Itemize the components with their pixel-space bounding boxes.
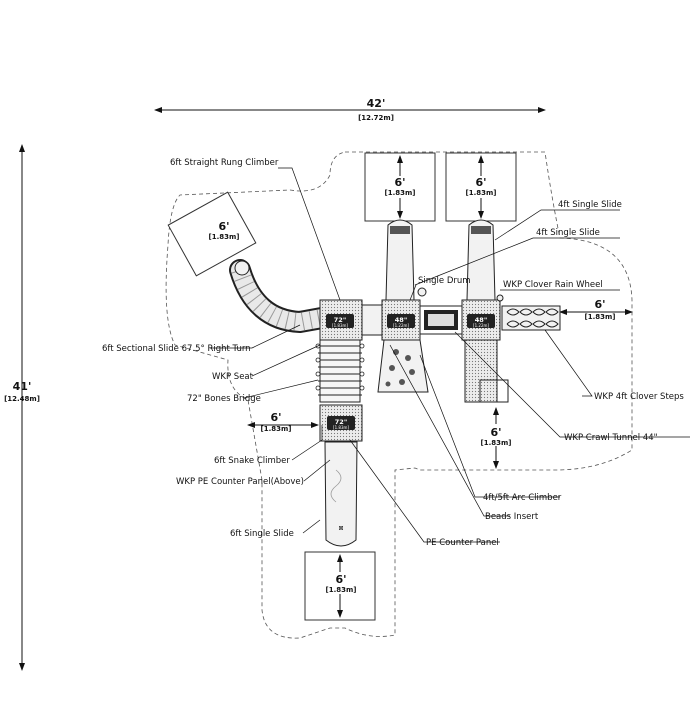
deck-sub: [1.22m] — [393, 323, 409, 328]
bones-bridge — [315, 339, 365, 403]
callout-snake-climber: 6ft Snake Climber — [214, 456, 290, 466]
clearance-ft: 6' — [594, 298, 605, 311]
clearance-zone-top-1: 6' [1.83m] — [364, 152, 436, 222]
slide-4ft-left — [385, 219, 415, 301]
depth-m-label: [12.48m] — [4, 395, 40, 403]
clearance-ft: 6' — [475, 176, 486, 189]
deck-sub: [1.83m] — [333, 425, 349, 430]
deck-sub: [1.22m] — [473, 323, 489, 328]
safety-zone-outline — [165, 151, 633, 639]
clearance-ft: 6' — [490, 426, 501, 439]
leader-lines — [210, 167, 690, 543]
deck-72-bottom: 72" [1.83m] — [319, 404, 363, 442]
clearance-dim-lower-right: 6' [1.83m] — [481, 407, 512, 469]
callout-sectional-slide: 6ft Sectional Slide 67.5° Right Turn — [102, 344, 251, 354]
callout-4ft-single-slide-b: 4ft Single Slide — [536, 228, 600, 238]
crawl-panel — [464, 339, 498, 403]
clover-steps — [501, 305, 561, 331]
deck-48-right: 48" [1.22m] — [461, 299, 501, 341]
callout-bones-bridge: 72" Bones Bridge — [187, 394, 261, 404]
clearance-dim-left: 6' [1.83m] — [247, 411, 319, 433]
callout-clover-rain-wheel: WKP Clover Rain Wheel — [503, 280, 603, 290]
clearance-m: [1.83m] — [326, 586, 357, 594]
arc-climber — [377, 339, 429, 393]
clearance-ft: 6' — [335, 573, 346, 586]
deck-sub: [1.83m] — [332, 323, 348, 328]
callout-clover-steps: WKP 4ft Clover Steps — [594, 392, 684, 402]
callouts: 6ft Straight Rung Climber 4ft Single Sli… — [102, 158, 684, 548]
overall-depth-dimension: 41' [12.48m] — [4, 144, 40, 671]
clearance-ft: 6' — [394, 176, 405, 189]
slide-6ft-single — [324, 441, 358, 547]
slide-4ft-right — [466, 219, 496, 301]
width-m-label: [12.72m] — [358, 114, 394, 122]
clearance-m: [1.83m] — [261, 425, 292, 433]
clearance-ft: 6' — [218, 220, 229, 233]
clearance-m: [1.83m] — [385, 189, 416, 197]
deck-label: 48" — [475, 316, 487, 324]
clearance-zone-bottom: 6' [1.83m] — [304, 551, 376, 621]
clearance-dim-right: 6' [1.83m] — [559, 298, 633, 321]
callout-arc-climber: 4ft/5ft Arc Climber — [483, 493, 562, 503]
deck-label: 72" — [334, 316, 346, 324]
clearance-zone-top-2: 6' [1.83m] — [445, 152, 517, 222]
callout-pe-counter-panel: PE Counter Panel — [426, 538, 499, 548]
callout-beads-insert: Beads Insert — [485, 512, 539, 522]
single-drum — [417, 287, 427, 297]
callout-pe-counter-panel-above: WKP PE Counter Panel(Above) — [176, 477, 304, 487]
callout-straight-rung-climber: 6ft Straight Rung Climber — [170, 158, 279, 168]
clearance-m: [1.83m] — [585, 313, 616, 321]
overall-width-dimension: 42' [12.72m] — [154, 97, 546, 122]
clearance-m: [1.83m] — [209, 233, 240, 241]
callout-4ft-single-slide-a: 4ft Single Slide — [558, 200, 622, 210]
width-ft-label: 42' — [367, 97, 386, 110]
callout-single-drum: Single Drum — [418, 276, 471, 286]
clearance-m: [1.83m] — [466, 189, 497, 197]
deck-48-center: 48" [1.22m] — [381, 299, 421, 341]
clearance-zone-sectional-slide: 6' [1.83m] — [167, 191, 257, 277]
clearance-ft: 6' — [270, 411, 281, 424]
callout-wkp-seat: WKP Seat — [212, 372, 254, 382]
clearance-m: [1.83m] — [481, 439, 512, 447]
deck-label: 48" — [395, 316, 407, 324]
callout-6ft-single-slide: 6ft Single Slide — [230, 529, 294, 539]
svg-text:⊠: ⊠ — [338, 525, 343, 532]
depth-ft-label: 41' — [13, 380, 32, 393]
deck-label: 72" — [335, 418, 347, 426]
callout-crawl-tunnel: WKP Crawl Tunnel 44" — [564, 433, 658, 443]
crawl-tunnel — [419, 305, 463, 335]
deck-72-top-left: 72" [1.83m] — [319, 299, 363, 341]
